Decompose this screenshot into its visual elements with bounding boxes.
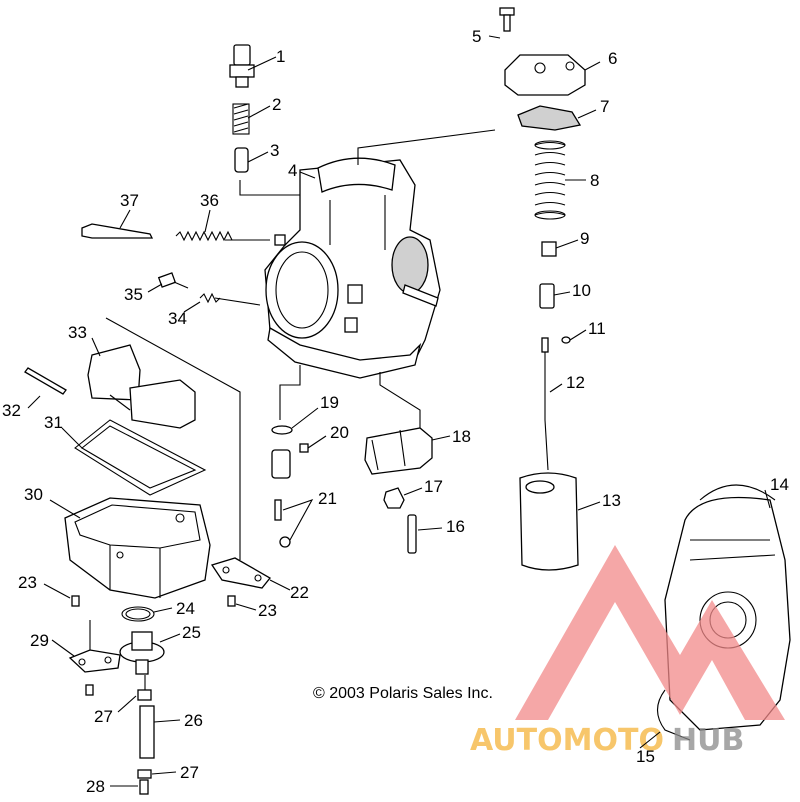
part-5-screw [499,7,515,32]
part-2-spring [232,103,250,135]
callout-11: 11 [588,319,606,338]
part-25-valve [119,631,165,675]
callout-30: 30 [24,485,43,504]
callout-10: 10 [572,281,591,300]
callout-26: 26 [184,711,203,730]
part-11-eclip [561,336,571,344]
callout-31: 31 [44,413,63,432]
part-7-gasket [517,105,582,131]
callout-18: 18 [452,427,471,446]
part-12-needle [541,337,549,471]
callout-16: 16 [446,517,465,536]
callout-13: 13 [602,491,621,510]
part-19-oring [271,425,293,435]
callout-21: 21 [318,489,337,508]
part-6-cap [504,54,586,96]
part-27b-washer [137,769,152,779]
part-32-pin [24,367,67,395]
part-23a-screw [71,595,80,607]
callout-35: 35 [124,285,143,304]
callout-27a: 27 [94,707,113,726]
callout-17: 17 [424,477,443,496]
part-1-fitting [229,44,255,88]
callout-28: 28 [86,777,105,796]
part-20-screw [299,443,309,453]
part-10-clip [539,283,555,309]
callout-4: 4 [288,161,297,180]
callout-6: 6 [608,49,617,68]
copyright-text: © 2003 Polaris Sales Inc. [313,685,493,702]
callout-24: 24 [176,599,195,618]
part-22-plate [210,557,271,589]
part-27a-washer [137,689,152,701]
part-18-block [364,427,433,475]
callout-22: 22 [290,583,309,602]
part-17-jet [383,487,405,509]
watermark-text-b: HUB [672,723,744,758]
part-21-jet [271,449,291,548]
callout-20: 20 [330,423,349,442]
callout-5: 5 [472,27,481,46]
callout-14: 14 [770,475,789,494]
part-29-screw [85,684,94,696]
part-8-spring [534,140,566,220]
callout-37: 37 [120,191,139,210]
part-26-tube [139,705,155,759]
callout-3: 3 [270,141,279,160]
callout-2: 2 [272,95,281,114]
part-28-screw [139,779,149,795]
watermark-text-a: AUTOMOTO [470,723,664,758]
callout-36: 36 [200,191,219,210]
callout-19: 19 [320,393,339,412]
callout-23b: 23 [258,601,277,620]
carburetor-body [264,157,441,379]
part-24-oring [121,606,155,622]
part-9-seat [541,241,557,257]
callout-12: 12 [566,373,585,392]
callout-9: 9 [580,229,589,248]
callouts: 1 2 3 4 5 6 7 8 9 10 11 12 13 14 15 16 1… [2,27,789,796]
callout-7: 7 [600,97,609,116]
watermark-triangle [515,545,785,720]
part-30-float-bowl [64,497,211,599]
callout-1: 1 [276,47,285,66]
callout-27b: 27 [180,763,199,782]
callout-29: 29 [30,631,49,650]
part-33-float [87,344,196,429]
part-31-gasket [74,419,207,496]
callout-33: 33 [68,323,87,342]
callout-25: 25 [182,623,201,642]
part-35-screw [157,272,189,289]
part-37-screw [81,223,154,239]
callout-32: 32 [2,401,21,420]
part-13-slide [519,472,579,571]
part-34-screw [199,292,221,304]
leader-lines [27,35,771,787]
watermark-logo: AUTOMOTO HUB [470,545,785,758]
part-23b-screw [227,595,236,607]
part-29-plate [68,649,121,673]
callout-15: 15 [636,747,655,766]
callout-8: 8 [590,171,599,190]
callout-23a: 23 [18,573,37,592]
part-3-plunger [234,147,249,173]
part-36-spring [175,230,233,242]
callout-34: 34 [168,309,187,328]
part-16-jet [407,514,417,554]
